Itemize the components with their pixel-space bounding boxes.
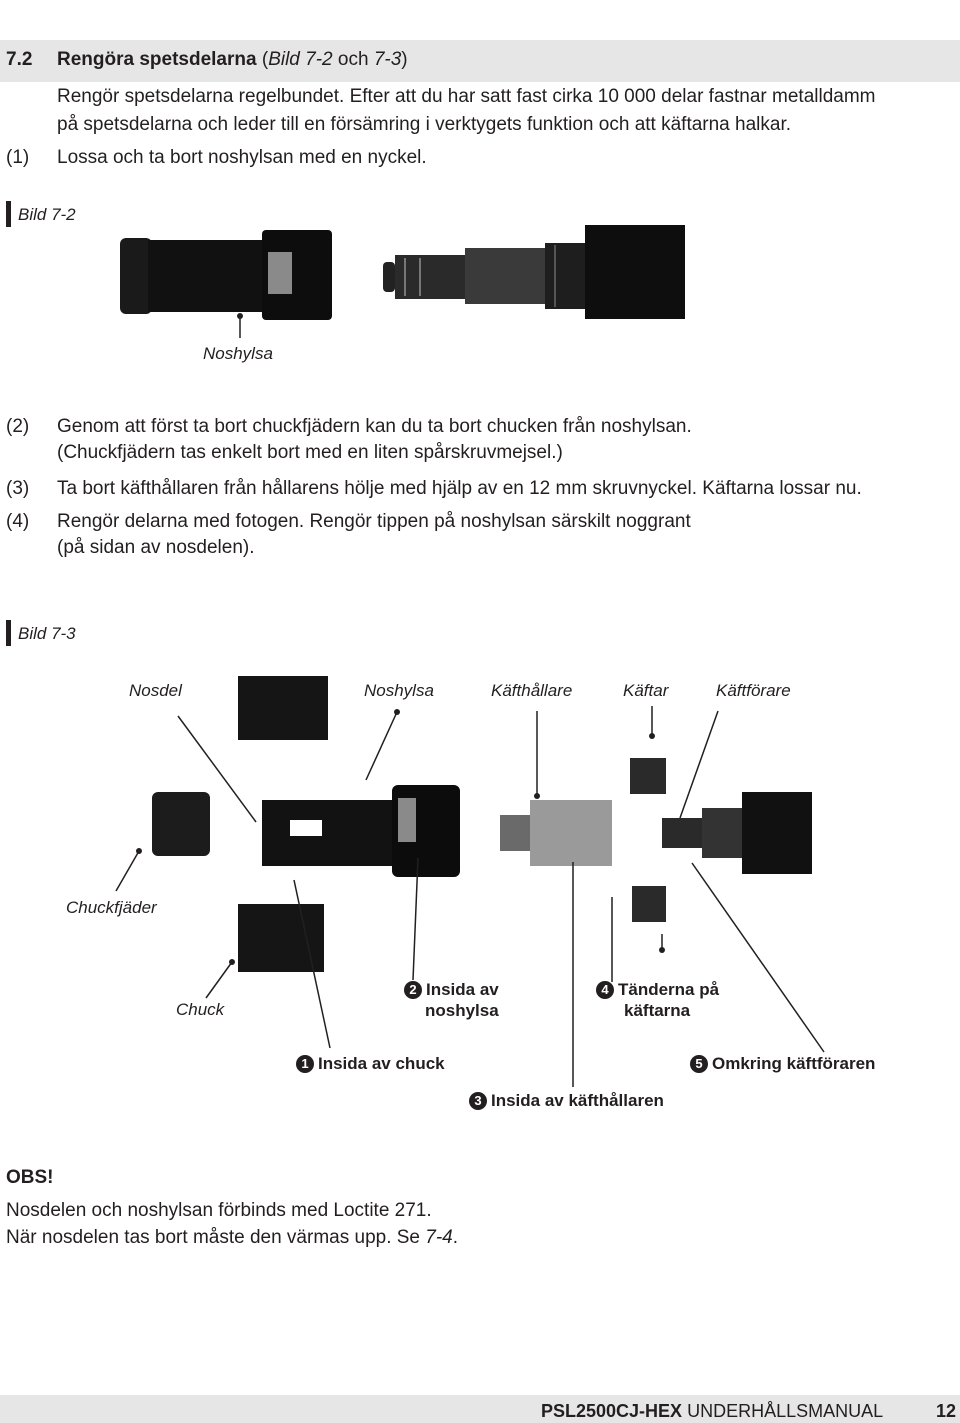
- step-2-line-2: (Chuckfjädern tas enkelt bort med en lit…: [57, 442, 563, 463]
- intro-line-2: på spetsdelarna och leder till en försäm…: [57, 114, 792, 135]
- step-1-text: Lossa och ta bort noshylsan med en nycke…: [57, 147, 427, 168]
- figure-7-2-caption: Bild 7-2: [18, 205, 76, 224]
- note-title: OBS!: [6, 1167, 54, 1188]
- step-2-line-1: Genom att först ta bort chuckfjädern kan…: [57, 416, 692, 437]
- fig-7-2-nose-sleeve-image: [120, 230, 332, 338]
- fig-7-3-parts-image: [152, 676, 812, 972]
- step-1-number: (1): [6, 147, 30, 168]
- fig-7-3-leader-lines: [115, 706, 825, 1087]
- section-header-bar: [0, 40, 960, 82]
- label-nosdel: Nosdel: [129, 681, 182, 700]
- label-noshylsa: Noshylsa: [364, 681, 434, 700]
- step-2-number: (2): [6, 416, 30, 437]
- figure-marker-bar: [6, 620, 11, 646]
- label-noshylsa-fig72: Noshylsa: [203, 344, 273, 363]
- label-chuck: Chuck: [176, 1000, 225, 1019]
- page-number: 12: [936, 1401, 957, 1421]
- note-line-2: När nosdelen tas bort måste den värmas u…: [6, 1227, 459, 1248]
- section-number: 7.2: [6, 49, 33, 70]
- section-title: Rengöra spetsdelarna (Bild 7-2 och 7-3): [57, 49, 408, 70]
- step-4-number: (4): [6, 511, 30, 532]
- figure-7-3-caption: Bild 7-3: [18, 624, 76, 643]
- label-kaftar: Käftar: [623, 681, 669, 700]
- fig-7-3-leader-dots: [136, 709, 665, 965]
- label-kaftforare: Käftförare: [716, 681, 791, 700]
- callout-2-line-2: noshylsa: [425, 1001, 499, 1020]
- step-3-number: (3): [6, 478, 30, 499]
- intro-line-1: Rengör spetsdelarna regelbundet. Efter a…: [57, 86, 876, 107]
- callout-4-line-2: käftarna: [624, 1001, 691, 1020]
- label-chuckfjader: Chuckfjäder: [66, 898, 157, 917]
- fig-7-2-tool-head-image: [383, 225, 685, 319]
- footer-title: PSL2500CJ-HEX UNDERHÅLLSMANUAL: [541, 1401, 884, 1421]
- step-3-text: Ta bort käfthållaren från hållarens hölj…: [57, 478, 862, 499]
- footer-bar: [0, 1395, 960, 1423]
- label-kafthallare: Käfthållare: [491, 681, 573, 700]
- step-4-line-2: (på sidan av nosdelen).: [57, 537, 255, 558]
- figure-marker-bar: [6, 201, 11, 227]
- note-line-1: Nosdelen och noshylsan förbinds med Loct…: [6, 1200, 432, 1221]
- step-4-line-1: Rengör delarna med fotogen. Rengör tippe…: [57, 511, 691, 532]
